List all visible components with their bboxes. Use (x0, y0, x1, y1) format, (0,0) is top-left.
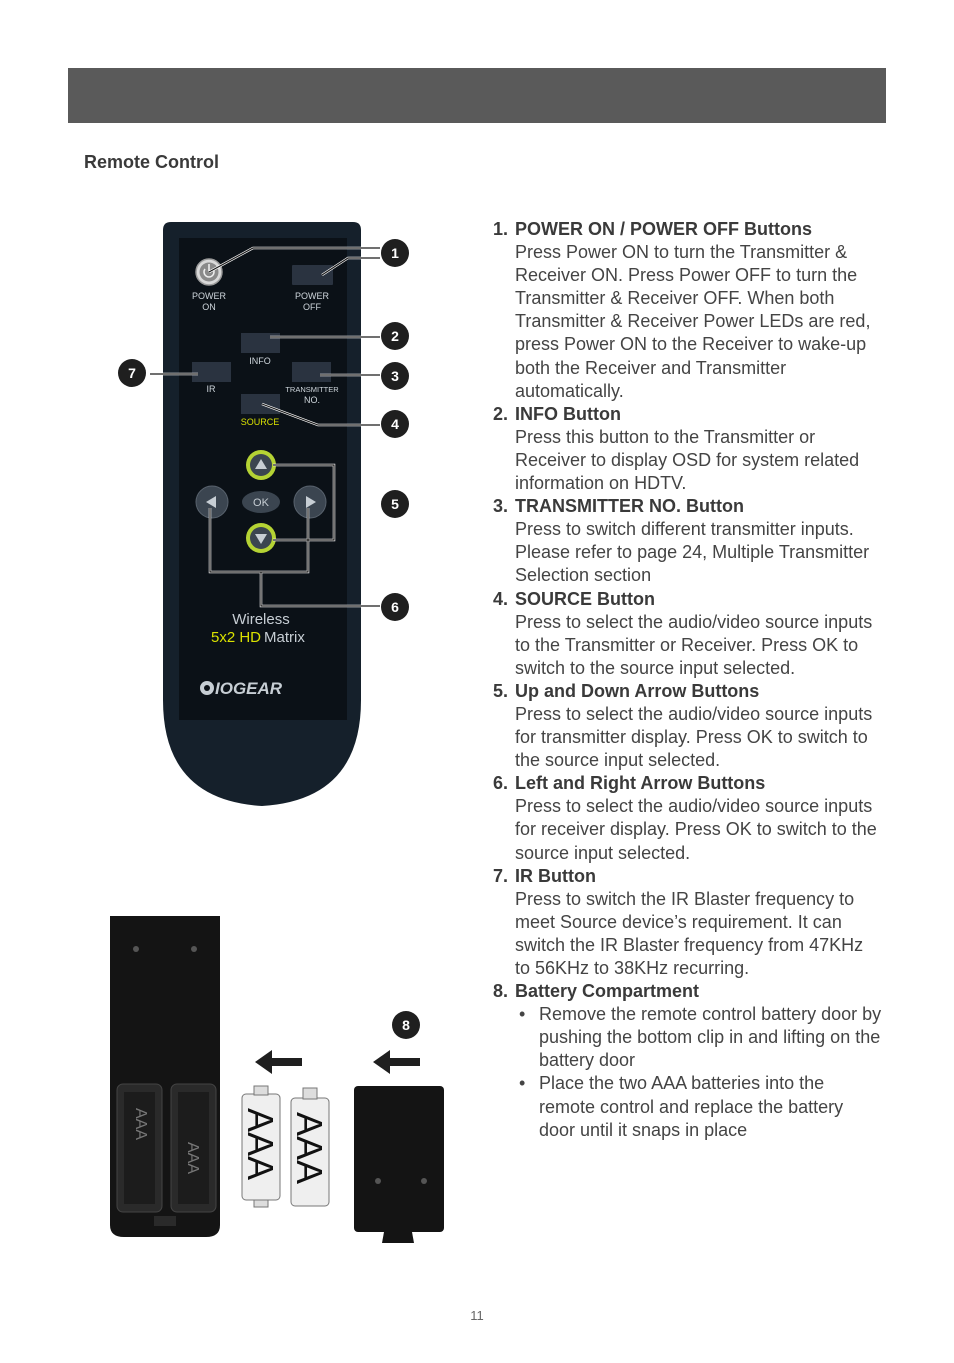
callout-lines (150, 247, 380, 607)
source-label: SOURCE (241, 417, 280, 427)
item-source: 4. SOURCE Button Press to select the audi… (493, 588, 883, 680)
battery-1-label: AAA (240, 1108, 281, 1180)
item-title: INFO Button (515, 403, 621, 424)
item-title: TRANSMITTER NO. Button (515, 496, 744, 517)
ir-button (192, 362, 231, 382)
battery-2-label: AAA (289, 1112, 330, 1184)
ir-label: IR (207, 384, 217, 394)
bullet-item: Remove the remote control battery door b… (515, 1003, 883, 1072)
transmitter-label-2: NO. (304, 395, 320, 405)
source-button (241, 394, 280, 414)
brand-line-2b: Matrix (264, 629, 305, 646)
bullet-item: Place the two AAA batteries into the rem… (515, 1072, 883, 1141)
item-title: Up and Down Arrow Buttons (515, 680, 760, 701)
transmitter-button (292, 362, 331, 382)
power-on-label-2: ON (202, 302, 216, 312)
callout-1-label: 1 (391, 245, 399, 261)
callout-2-label: 2 (391, 328, 399, 344)
item-up-down: 5. Up and Down Arrow Buttons Press to sel… (493, 680, 883, 772)
item-body: Press to select the audio/video source i… (515, 796, 877, 863)
power-off-label-1: POWER (295, 291, 330, 301)
power-symbol (203, 268, 215, 278)
battery-1: AAA (240, 1085, 281, 1208)
callout-3-label: 3 (391, 368, 399, 384)
bullet-list: Remove the remote control battery door b… (493, 1003, 883, 1142)
left-arrow-icon (206, 496, 216, 508)
item-title: Battery Compartment (515, 981, 700, 1002)
page-number: 11 (470, 1308, 484, 1323)
item-number: 4. (493, 588, 509, 609)
header-bar (68, 68, 886, 123)
right-arrow-icon (306, 496, 316, 508)
iogear-logo-text: IOGEAR (215, 679, 283, 698)
item-body: Press Power ON to turn the Transmitter &… (515, 242, 871, 401)
ok-button (242, 491, 280, 513)
callout-6 (381, 593, 409, 621)
item-number: 3. (493, 496, 509, 517)
callout-8 (392, 1011, 420, 1039)
arrow-icon-left (255, 1050, 302, 1074)
callout-5-label: 5 (391, 496, 399, 512)
item-body: Press to switch the IR Blaster frequency… (515, 888, 864, 978)
well-label-right: AAA (184, 1142, 201, 1174)
description-list: 1. POWER ON / POWER OFF Buttons Press Pow… (493, 218, 883, 1142)
well-label-left: AAA (132, 1108, 149, 1140)
item-number: 6. (493, 773, 509, 794)
ok-label: OK (253, 497, 270, 509)
power-on-label-1: POWER (192, 291, 227, 301)
callout-1 (381, 239, 409, 267)
item-title: Left and Right Arrow Buttons (515, 773, 766, 794)
item-body: Press to switch different transmitter in… (515, 519, 870, 586)
battery-door (354, 1086, 444, 1232)
item-title: IR Button (515, 865, 596, 886)
item-title: POWER ON / POWER OFF Buttons (515, 219, 812, 239)
item-battery: 8. Battery Compartment Remove the remote … (493, 980, 883, 1142)
item-left-right: 6. Left and Right Arrow Buttons Press to … (493, 772, 883, 864)
transmitter-label-1: TRANSMITTER (285, 385, 339, 394)
item-ir: 7. IR Button Press to switch the IR Blast… (493, 865, 883, 980)
callout-8-label: 8 (402, 1017, 410, 1033)
item-number: 2. (493, 403, 509, 424)
item-body: Press this button to the Transmitter or … (515, 426, 860, 494)
item-body: Press to select the audio/video source i… (515, 611, 873, 678)
callout-7-label: 7 (128, 365, 136, 381)
item-transmitter: 3. TRANSMITTER NO. Button Press to switch… (493, 495, 883, 587)
callout-3 (381, 362, 409, 390)
section-title: Remote Control (84, 152, 219, 172)
up-arrow-icon (255, 459, 267, 469)
battery-2: AAA (289, 1087, 330, 1207)
info-label: INFO (249, 356, 271, 366)
item-number: 5. (493, 680, 509, 701)
item-number: 8. (493, 981, 509, 1002)
power-off-button (292, 265, 333, 285)
battery-compartment-illustration: AAA AAA AAA AAA 8 (110, 916, 444, 1243)
brand-line-1: Wireless (232, 611, 290, 628)
power-off-label-2: OFF (303, 302, 321, 312)
callout-5 (381, 490, 409, 518)
down-arrow-icon (255, 534, 267, 544)
callout-4-label: 4 (391, 416, 399, 432)
item-info: 2. INFO Button Press this button to the T… (493, 403, 883, 495)
item-body: Press to select the audio/video source i… (515, 703, 873, 771)
item-number: 7. (493, 865, 509, 886)
callout-2 (381, 322, 409, 350)
item-number: 1. (493, 219, 509, 239)
remote-control-illustration: POWER ON POWER OFF INFO IR TRANSMITTER N… (118, 222, 409, 806)
brand-line-2a: 5x2 HD (211, 629, 261, 646)
callout-4 (381, 410, 409, 438)
arrow-icon-right (373, 1050, 420, 1074)
battery-door-clip (382, 1232, 414, 1243)
callout-6-label: 6 (391, 599, 399, 615)
callout-7 (118, 359, 146, 387)
item-title: SOURCE Button (515, 588, 655, 609)
item-power: 1. POWER ON / POWER OFF Buttons Press Pow… (493, 218, 883, 403)
